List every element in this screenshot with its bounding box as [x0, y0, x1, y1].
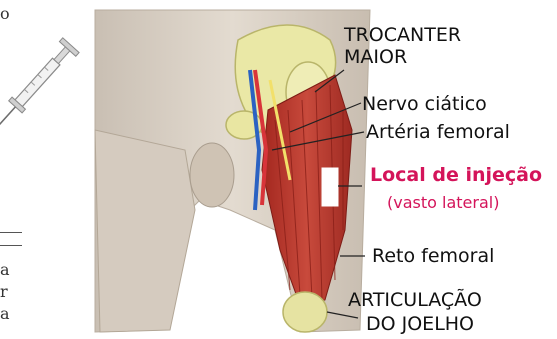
label-arteria-femoral: Artéria femoral — [366, 121, 510, 143]
edge-fragment: a — [0, 304, 10, 324]
label-do-joelho: DO JOELHO — [366, 313, 474, 335]
label-nervo-ciatico: Nervo ciático — [362, 93, 487, 115]
edge-rule — [0, 245, 22, 246]
injection-site-marker — [322, 168, 338, 206]
label-trocanter: TROCANTER MAIOR — [344, 24, 484, 68]
genital-region — [190, 143, 234, 207]
label-reto-femoral: Reto femoral — [372, 245, 494, 267]
knee-joint — [283, 292, 327, 332]
edge-fragment: o — [0, 4, 10, 24]
edge-fragment: r — [0, 282, 8, 302]
label-articulacao: ARTICULAÇÃO — [348, 289, 482, 311]
syringe — [0, 38, 79, 137]
edge-fragment: a — [0, 260, 10, 280]
left-thigh — [95, 130, 195, 332]
label-local-injecao: Local de injeção — [370, 164, 542, 186]
edge-rule — [0, 232, 22, 233]
label-vasto-lateral: (vasto lateral) — [387, 192, 499, 214]
